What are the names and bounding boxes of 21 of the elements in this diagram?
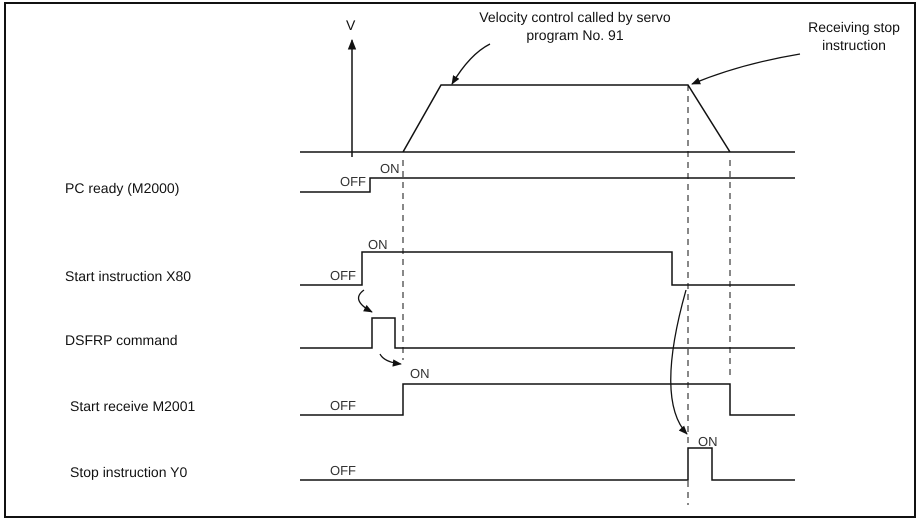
axis-label: V [346, 16, 356, 34]
state-label: ON [368, 237, 388, 252]
velocity-profile-drawing [300, 84, 795, 154]
annotation-text: Receiving stop instruction [796, 18, 912, 54]
arrow [379, 354, 402, 366]
annotation-text: Velocity control called by servo program No. 91 [475, 8, 675, 44]
signal-label: Stop instruction Y0 [70, 463, 188, 481]
signal-label: PC ready (M2000) [65, 179, 180, 197]
state-label: OFF [330, 398, 356, 413]
state-label: OFF [330, 268, 356, 283]
signal-label: Start instruction X80 [65, 267, 192, 285]
signal-label: Start receive M2001 [70, 397, 196, 415]
state-label: ON [698, 434, 718, 449]
arrow [670, 290, 688, 435]
signal-label: DSFRP command [65, 331, 178, 349]
state-label: OFF [340, 174, 366, 189]
leader-line [451, 43, 490, 85]
leader-line [691, 53, 800, 85]
state-label: ON [410, 366, 430, 381]
state-label: ON [380, 161, 400, 176]
state-label: OFF [330, 463, 356, 478]
